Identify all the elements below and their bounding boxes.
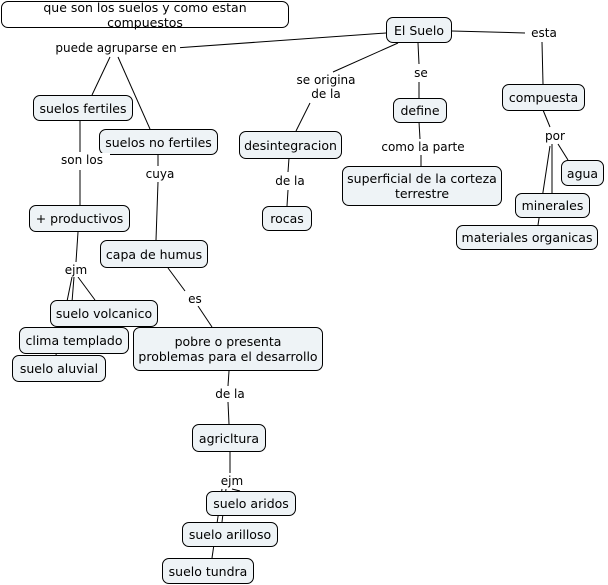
label-esta: esta — [525, 26, 563, 40]
link-puede-nofertiles — [117, 56, 151, 130]
node-materiales-organicas[interactable]: materiales organicas — [456, 225, 598, 250]
label-de-la-agric: de la — [209, 387, 251, 401]
node-rocas[interactable]: rocas — [262, 206, 312, 231]
label-puede-agruparse: puede agruparse en — [52, 41, 180, 55]
link-puede-fertiles — [91, 56, 111, 96]
link-elsuelo-seorigina — [332, 42, 399, 73]
link-cuya-humus — [155, 181, 159, 241]
node-suelo-tundra[interactable]: suelo tundra — [162, 558, 254, 584]
label-son-los: son los — [54, 153, 110, 167]
node-productivos[interactable]: + productivos — [29, 205, 130, 232]
node-suelo-aridos[interactable]: suelo aridos — [206, 491, 296, 516]
label-se-origina: se origina de la — [288, 73, 364, 101]
link-esta-compuesta — [541, 41, 544, 85]
node-minerales[interactable]: minerales — [515, 193, 590, 218]
node-suelos-fertiles[interactable]: suelos fertiles — [33, 95, 133, 121]
node-compuesta[interactable]: compuesta — [502, 84, 585, 111]
map-title[interactable]: que son los suelos y como estan compuest… — [1, 0, 289, 30]
link-productivos-ejm — [75, 231, 79, 263]
node-el-suelo[interactable]: El Suelo — [386, 17, 452, 43]
link-dela-agric — [227, 401, 230, 425]
node-agua[interactable]: agua — [561, 160, 604, 186]
link-define-comola — [418, 121, 421, 140]
node-agricltura[interactable]: agricltura — [192, 424, 266, 452]
node-suelo-volcanico[interactable]: suelo volcanico — [50, 300, 158, 327]
node-define[interactable]: define — [393, 98, 447, 123]
link-por-agua — [557, 143, 569, 161]
label-se: se — [407, 66, 435, 80]
node-suelo-aluvial[interactable]: suelo aluvial — [12, 355, 106, 382]
node-superficial[interactable]: superficial de la corteza terrestre — [342, 166, 502, 206]
label-ejm-2: ejm — [215, 474, 249, 488]
node-desintegracion[interactable]: desintegracion — [239, 131, 342, 159]
link-dela-rocas — [286, 189, 289, 207]
link-es-pobre — [197, 305, 213, 328]
link-elsuelo-esta — [451, 30, 526, 34]
link-ejm-volcanico — [77, 276, 96, 301]
label-ejm-1: ejm — [59, 263, 93, 277]
link-humus-es — [167, 267, 186, 292]
link-elsuelo-se — [417, 42, 420, 65]
node-clima-templado[interactable]: clima templado — [19, 327, 129, 354]
label-como-la-parte: como la parte — [376, 140, 470, 154]
node-suelo-arilloso[interactable]: suelo arilloso — [182, 522, 278, 547]
link-elsuelo-puede — [174, 32, 387, 49]
node-suelos-no-fertiles[interactable]: suelos no fertiles — [99, 129, 218, 155]
label-cuya: cuya — [141, 167, 179, 181]
node-pobre[interactable]: pobre o presenta problemas para el desar… — [133, 327, 323, 371]
label-de-la-rocas: de la — [269, 174, 311, 188]
link-seorigina-desint — [295, 102, 311, 132]
label-es: es — [182, 292, 208, 306]
link-ejm-aridos — [231, 488, 241, 492]
node-capa-humus[interactable]: capa de humus — [100, 240, 208, 268]
link-desint-dela — [287, 157, 290, 173]
link-pobre-dela — [227, 370, 230, 387]
label-por: por — [540, 129, 570, 143]
link-compuesta-por — [542, 109, 551, 128]
